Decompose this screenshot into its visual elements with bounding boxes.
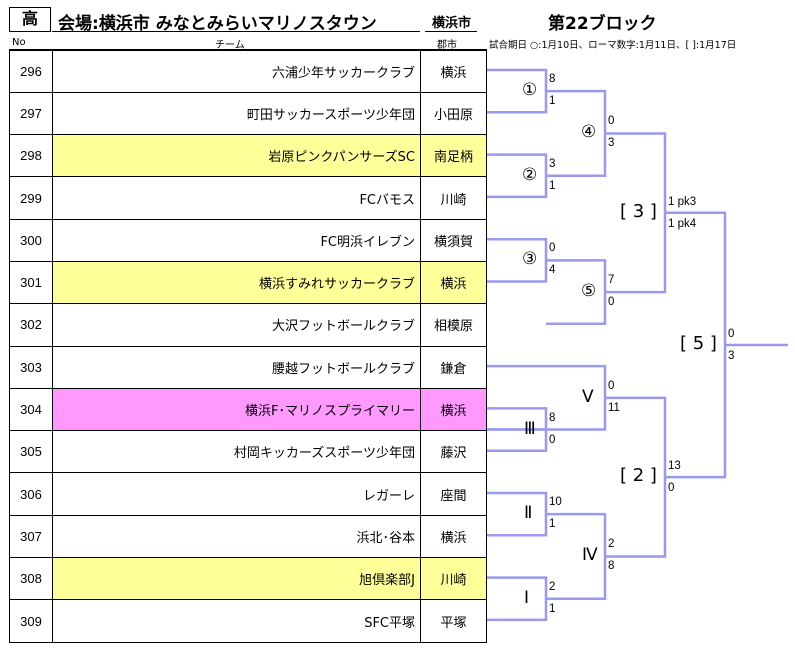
score-top: 0 [608,115,615,128]
match-label: ③ [522,249,538,270]
team-name: 腰越フットボールクラブ [52,345,421,389]
city-underline [425,31,477,32]
team-name: 村岡キッカーズスポーツ少年団 [52,430,421,474]
score-bottom: 4 [549,264,556,277]
score-top: 2 [549,580,556,593]
team-city: 横須賀 [420,218,487,262]
venue-city: 横浜市 [432,16,472,31]
team-name: 横浜すみれサッカークラブ [52,260,421,305]
score-bottom: 3 [608,137,615,150]
score-bottom: 1 [549,95,556,108]
team-number: 298 [9,134,53,178]
team-city: 横浜 [420,514,487,559]
team-city: 南足柄 [420,134,487,178]
score-bottom: 0 [668,482,675,495]
score-top: 2 [608,538,615,551]
score-bottom: 1 [549,602,556,615]
team-name: 六浦少年サッカークラブ [52,48,421,93]
score-top: 8 [549,411,556,424]
match-label: Ⅱ [524,503,533,524]
team-number: 300 [9,218,53,262]
team-name: 浜北･谷本 [52,514,421,559]
team-city: 川崎 [420,176,487,220]
match-label: Ⅴ [582,386,594,407]
score-bottom: 3 [728,349,735,362]
score-bottom: 1 [549,518,556,531]
match-label: [ 3 ] [620,200,657,222]
score-top: 0 [549,242,556,255]
match-label: ② [522,164,538,185]
score-bottom: 1 [549,179,556,192]
venue-title: 会場:横浜市 みなとみらいマリノスタウン [58,9,377,34]
block-title: 第22ブロック [548,14,657,34]
team-name: 旭倶楽部J [52,557,421,601]
venue-label: 会場: [58,14,99,34]
team-number: 309 [9,599,53,643]
team-number: 308 [9,557,53,601]
score-bottom: 1 pk4 [668,217,697,230]
team-name: FC明浜イレブン [52,218,421,262]
team-name: 町田サッカースポーツ少年団 [52,91,421,136]
team-city: 平塚 [420,599,487,643]
score-bottom: 0 [549,433,556,446]
match-label: [ 5 ] [680,332,717,354]
col-city-header: 郡市 [437,40,457,51]
bracket-line [487,491,548,537]
score-top: 13 [668,460,681,473]
venue-name: 横浜市 みなとみらいマリノスタウン [98,14,377,34]
col-no-header: No [12,37,26,48]
score-bottom: 8 [608,560,615,573]
team-number: 303 [9,345,53,389]
col-team-header: チーム [215,40,245,51]
grade-badge: 高 [9,7,51,32]
score-bottom: 0 [608,296,615,309]
score-top: 8 [549,73,556,86]
score-top: 0 [728,327,735,340]
schedule-legend: 試合期日 ○:1月10日、ローマ数字:1月11日、[ ]:1月17日 [489,40,737,51]
score-top: 3 [549,157,556,170]
team-city: 小田原 [420,91,487,136]
team-city: 横浜 [420,260,487,305]
score-top: 1 pk3 [668,195,697,208]
team-city: 川崎 [420,557,487,601]
title-underline [52,31,420,32]
score-top: 7 [608,274,615,287]
match-label: Ⅰ [524,587,530,608]
score-bottom: 11 [608,401,620,414]
match-label: ④ [581,122,597,143]
score-top: 0 [608,379,615,392]
team-city: 座間 [420,472,487,516]
bracket-line [487,576,548,622]
team-number: 306 [9,472,53,516]
team-name: レガーレ [52,472,421,516]
score-top: 10 [549,496,562,509]
team-city: 藤沢 [420,430,487,474]
team-name: SFC平塚 [52,599,421,643]
match-label: [ 2 ] [620,465,657,487]
team-name: 岩原ピンクパンサーズSC [52,134,421,178]
match-label: ① [522,80,538,101]
match-label: Ⅲ [524,418,536,439]
team-city: 相模原 [420,303,487,347]
match-label: ⑤ [581,281,597,302]
team-name: FCバモス [52,176,421,220]
match-label: Ⅳ [582,545,598,566]
